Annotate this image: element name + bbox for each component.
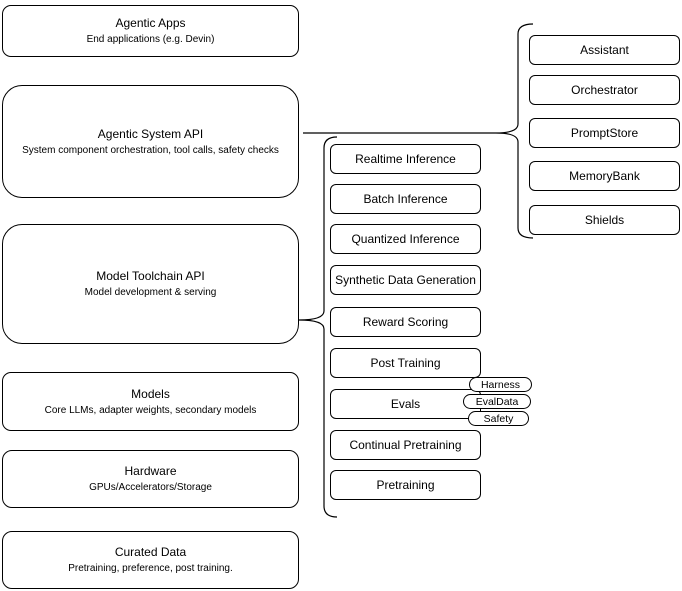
node-label: Assistant [580, 43, 629, 57]
node-label: Batch Inference [363, 192, 448, 206]
node-title: Agentic System API [97, 126, 204, 141]
node-label: Synthetic Data Generation [335, 273, 476, 287]
node-title: Curated Data [114, 545, 187, 559]
node-agentic-system-api: Agentic System API System component orch… [2, 85, 299, 198]
node-curated-data: Curated Data Pretraining, preference, po… [2, 531, 299, 589]
node-synthetic-data-generation: Synthetic Data Generation [330, 265, 481, 295]
node-title: Model Toolchain API [96, 269, 205, 283]
node-shields: Shields [529, 205, 680, 235]
node-label: Evals [390, 397, 421, 411]
node-subtitle: System component orchestration, tool cal… [22, 144, 279, 156]
node-title: Hardware [124, 464, 177, 478]
node-pretraining: Pretraining [330, 470, 481, 500]
node-evals: Evals [330, 389, 481, 419]
node-label: Orchestrator [571, 83, 638, 97]
node-post-training: Post Training [330, 348, 481, 378]
pill-label: Harness [480, 378, 521, 391]
node-title: Agentic Apps [115, 16, 186, 30]
node-assistant: Assistant [529, 35, 680, 65]
node-reward-scoring: Reward Scoring [330, 307, 481, 337]
node-label: Realtime Inference [355, 152, 456, 166]
node-realtime-inference: Realtime Inference [330, 144, 481, 174]
node-model-toolchain-api: Model Toolchain API Model development & … [2, 224, 299, 344]
node-label: Reward Scoring [362, 315, 449, 329]
node-label: PromptStore [570, 126, 639, 140]
system-group-brace [495, 23, 534, 239]
node-evals-safety: Safety [468, 411, 529, 426]
node-agentic-apps: Agentic Apps End applications (e.g. Devi… [2, 5, 299, 57]
node-label: Post Training [370, 356, 441, 370]
node-hardware: Hardware GPUs/Accelerators/Storage [2, 450, 299, 508]
node-label: MemoryBank [569, 169, 640, 183]
node-evals-evaldata: EvalData [463, 394, 531, 409]
node-label: Pretraining [376, 478, 435, 492]
node-title: Models [131, 386, 170, 401]
pill-label: Safety [483, 412, 514, 425]
node-models: Models Core LLMs, adapter weights, secon… [2, 372, 299, 431]
node-promptstore: PromptStore [529, 118, 680, 148]
node-continual-pretraining: Continual Pretraining [330, 430, 481, 460]
node-subtitle: Model development & serving [84, 287, 217, 298]
node-label: Shields [584, 213, 625, 227]
node-subtitle: GPUs/Accelerators/Storage [89, 482, 212, 493]
node-subtitle: End applications (e.g. Devin) [86, 34, 215, 45]
node-evals-harness: Harness [469, 377, 532, 392]
node-memorybank: MemoryBank [529, 161, 680, 191]
node-batch-inference: Batch Inference [330, 184, 481, 214]
node-label: Quantized Inference [351, 232, 460, 246]
pill-label: EvalData [475, 395, 519, 408]
node-subtitle: Pretraining, preference, post training. [68, 563, 233, 574]
node-subtitle: Core LLMs, adapter weights, secondary mo… [44, 404, 257, 416]
node-orchestrator: Orchestrator [529, 75, 680, 105]
node-quantized-inference: Quantized Inference [330, 224, 481, 254]
node-label: Continual Pretraining [349, 438, 462, 452]
